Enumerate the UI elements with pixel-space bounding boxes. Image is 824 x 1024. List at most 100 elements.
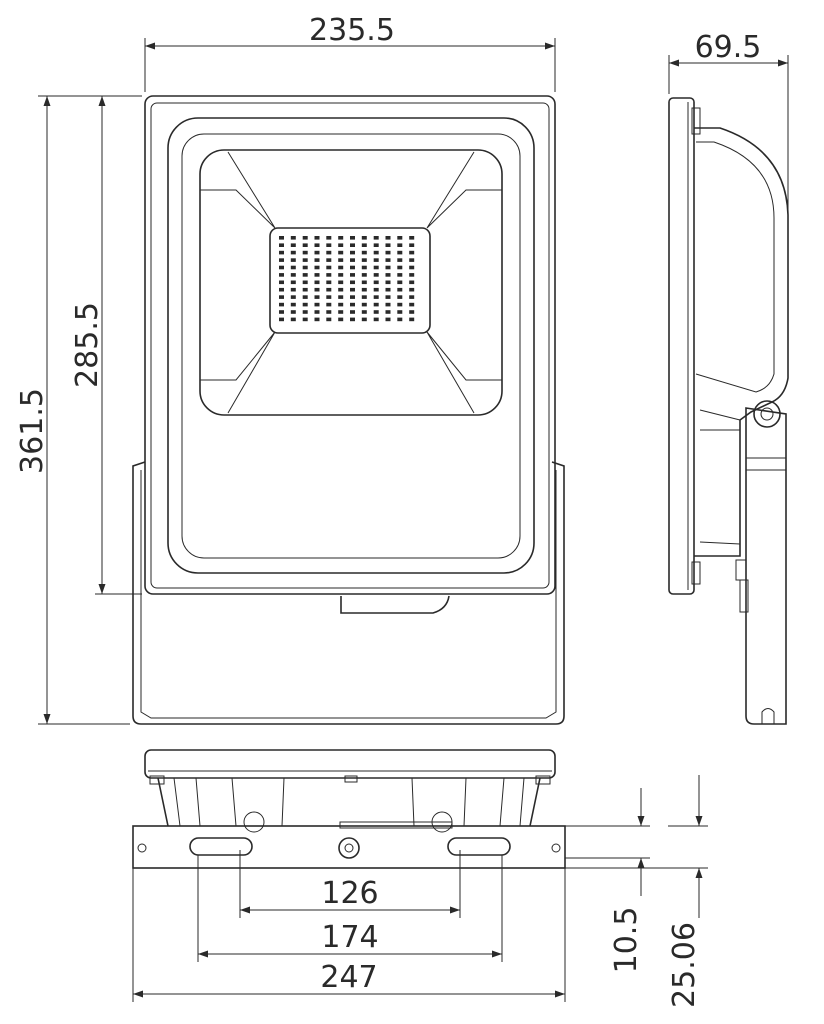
led-chip bbox=[385, 265, 391, 270]
led-chip bbox=[302, 317, 308, 322]
dim-body-height: 285.5 bbox=[70, 302, 105, 388]
bottom-center-hole bbox=[338, 837, 360, 859]
led-chip bbox=[290, 273, 296, 277]
led-chip bbox=[350, 287, 355, 292]
led-chip bbox=[385, 243, 391, 247]
led-chip bbox=[397, 310, 403, 314]
led-chip bbox=[409, 287, 415, 292]
led-chip bbox=[338, 265, 344, 270]
led-board bbox=[269, 227, 431, 334]
led-chip bbox=[290, 310, 296, 314]
led-chip bbox=[326, 287, 332, 292]
led-chip bbox=[409, 280, 415, 285]
led-chip bbox=[385, 236, 391, 240]
led-chip bbox=[326, 317, 332, 322]
led-chip bbox=[279, 236, 284, 240]
led-chip bbox=[373, 280, 379, 285]
led-chip bbox=[290, 258, 296, 262]
led-chip bbox=[361, 273, 367, 277]
dimension-lines bbox=[38, 38, 789, 1002]
dim-total-height: 361.5 bbox=[15, 388, 50, 474]
led-chip bbox=[326, 302, 332, 307]
dimension-labels: 235.5 69.5 361.5 285.5 126 174 247 10.5 … bbox=[15, 13, 761, 1008]
led-chip bbox=[302, 295, 308, 299]
led-chip bbox=[361, 250, 367, 255]
led-chip bbox=[290, 236, 296, 240]
dim-side-depth: 69.5 bbox=[695, 30, 762, 65]
bottom-slot-left bbox=[189, 837, 253, 856]
led-chip bbox=[385, 310, 391, 314]
led-chip bbox=[350, 310, 355, 314]
led-chip bbox=[350, 236, 355, 240]
led-chip bbox=[314, 236, 320, 240]
led-chip bbox=[397, 295, 403, 299]
led-chip bbox=[350, 265, 355, 270]
led-chip bbox=[409, 265, 415, 270]
led-chip bbox=[373, 295, 379, 299]
led-chip bbox=[326, 243, 332, 247]
led-chip bbox=[373, 236, 379, 240]
led-chip bbox=[326, 265, 332, 270]
front-housing-outer bbox=[144, 95, 556, 595]
led-chip bbox=[385, 302, 391, 307]
led-chip bbox=[385, 287, 391, 292]
led-chip bbox=[314, 317, 320, 322]
led-chip bbox=[302, 273, 308, 277]
led-chip bbox=[397, 273, 403, 277]
led-chip bbox=[326, 280, 332, 285]
led-chip bbox=[361, 295, 367, 299]
led-chip bbox=[409, 317, 415, 322]
led-chip bbox=[409, 258, 415, 262]
led-chip bbox=[302, 280, 308, 285]
led-chip bbox=[279, 258, 284, 262]
led-chip bbox=[290, 265, 296, 270]
led-chip bbox=[302, 302, 308, 307]
led-chip bbox=[314, 287, 320, 292]
dim-slot-inner: 126 bbox=[321, 876, 378, 911]
led-chip bbox=[361, 310, 367, 314]
led-chip bbox=[409, 273, 415, 277]
led-chip bbox=[373, 302, 379, 307]
led-chip bbox=[397, 236, 403, 240]
led-chip bbox=[385, 273, 391, 277]
led-chip bbox=[409, 243, 415, 247]
led-chip bbox=[338, 250, 344, 255]
cable-gland bbox=[340, 595, 450, 614]
led-chip bbox=[338, 310, 344, 314]
led-chip bbox=[385, 280, 391, 285]
led-chip bbox=[290, 243, 296, 247]
led-chip bbox=[373, 265, 379, 270]
led-chip bbox=[373, 258, 379, 262]
side-fins bbox=[695, 141, 775, 545]
led-chip bbox=[314, 295, 320, 299]
led-chip bbox=[279, 265, 284, 270]
led-chip bbox=[279, 317, 284, 322]
led-chip bbox=[361, 287, 367, 292]
led-chip bbox=[290, 280, 296, 285]
led-chip bbox=[397, 243, 403, 247]
led-chip bbox=[409, 236, 415, 240]
led-chip bbox=[350, 317, 355, 322]
led-chip bbox=[338, 243, 344, 247]
side-bracket bbox=[745, 407, 787, 725]
led-chip bbox=[314, 310, 320, 314]
led-chip bbox=[385, 258, 391, 262]
led-chip bbox=[338, 236, 344, 240]
led-chip bbox=[290, 295, 296, 299]
led-chip bbox=[397, 302, 403, 307]
led-chip bbox=[302, 310, 308, 314]
led-chip bbox=[290, 250, 296, 255]
bottom-bracket bbox=[132, 825, 566, 869]
side-front-bezel bbox=[668, 97, 695, 595]
led-chip bbox=[302, 243, 308, 247]
led-chip bbox=[397, 287, 403, 292]
led-chip bbox=[314, 280, 320, 285]
led-chip bbox=[326, 295, 332, 299]
led-chip bbox=[326, 310, 332, 314]
led-chip bbox=[397, 317, 403, 322]
led-chip bbox=[409, 295, 415, 299]
dim-bracket-height: 25.06 bbox=[667, 922, 702, 1008]
led-chip bbox=[350, 273, 355, 277]
led-chip bbox=[279, 310, 284, 314]
